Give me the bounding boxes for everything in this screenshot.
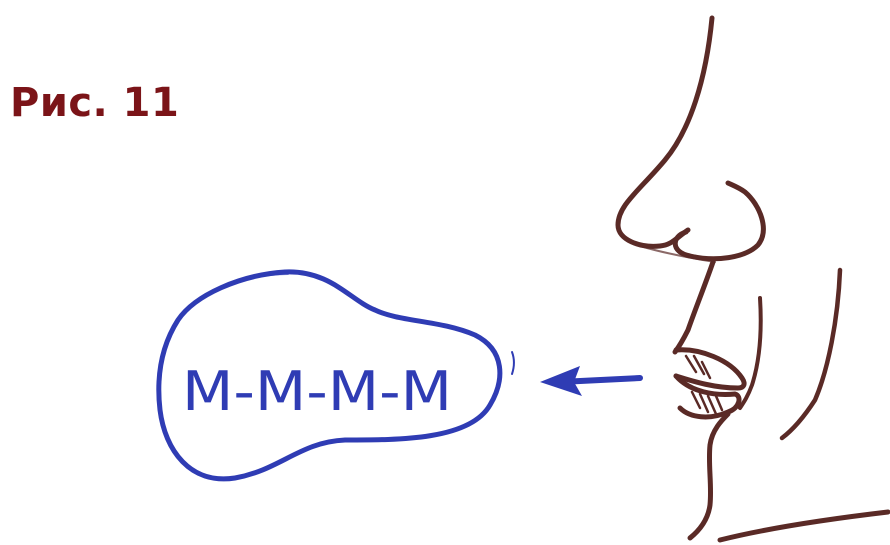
cheek-line xyxy=(782,270,840,438)
left-arrow-icon xyxy=(540,366,640,396)
face-profile-icon xyxy=(618,18,888,540)
philtrum-line xyxy=(675,262,713,352)
chin-line xyxy=(690,414,728,538)
nostril-line xyxy=(675,183,763,259)
bubble-tail-mark xyxy=(512,352,514,374)
bubble-sound-text: М-М-М-М xyxy=(182,360,452,423)
nasolabial-line xyxy=(740,298,761,408)
forehead-nose-line xyxy=(618,18,712,246)
jaw-line xyxy=(720,512,888,540)
